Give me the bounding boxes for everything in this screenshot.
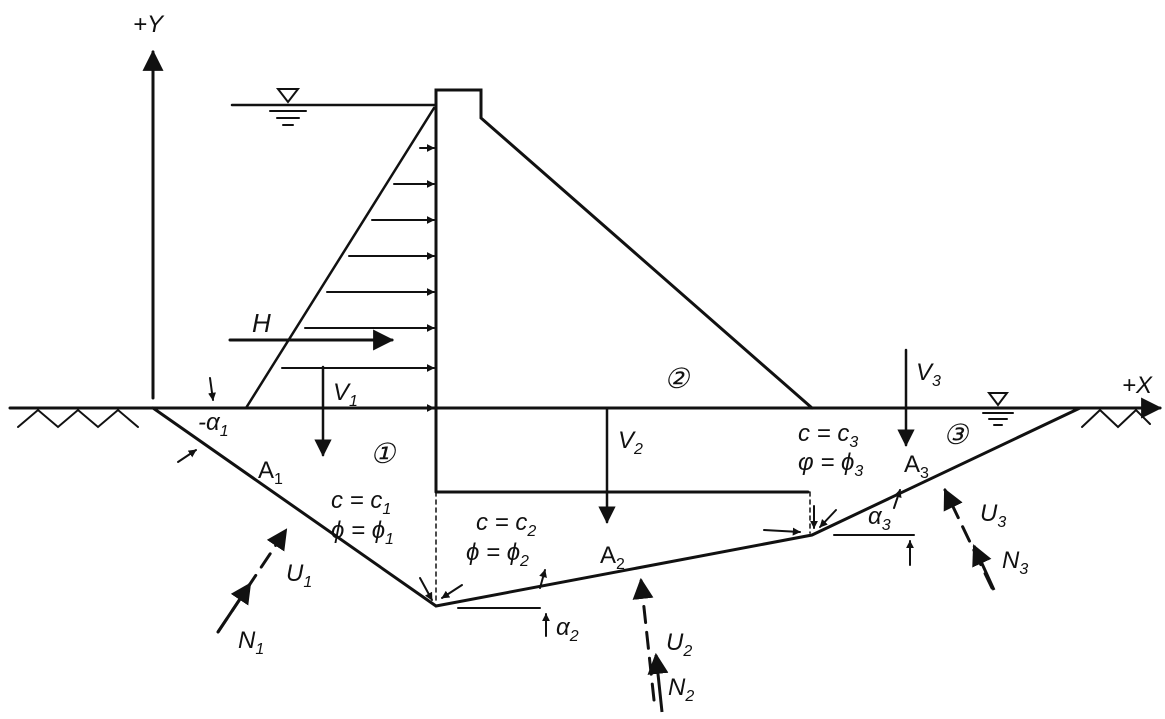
- property-phi1: ϕ = ϕ1: [331, 517, 394, 548]
- angle-alpha2-label: α2: [556, 614, 579, 645]
- dam-outline: [434, 88, 814, 494]
- alpha3-marker: [833, 489, 915, 566]
- area-a3-label: A3: [904, 451, 929, 482]
- zone-2-label: ②: [664, 363, 691, 394]
- property-c2: c = c2: [476, 509, 536, 540]
- interface-arrows-apex-1: [419, 577, 463, 601]
- property-c1: c = c1: [331, 487, 391, 518]
- zone-3-label: ③: [943, 419, 970, 450]
- force-u2-label: U2: [666, 629, 692, 660]
- property-phi2: ϕ = ϕ2: [466, 539, 529, 570]
- force-n2-label: N2: [668, 674, 694, 705]
- property-phi3: φ = ϕ3: [798, 449, 863, 480]
- zone-1-label: ①: [370, 438, 397, 469]
- force-v1-label: V1: [333, 379, 358, 410]
- failure-surface: [151, 406, 1082, 608]
- angle-alpha3-label: α3: [868, 503, 891, 534]
- pressure-arrows: [257, 144, 435, 412]
- angle-alpha1-label: -α1: [198, 409, 229, 440]
- area-a1-label: A1: [258, 457, 283, 488]
- force-n3-arrow: [972, 544, 996, 591]
- force-n2-arrow: [647, 652, 669, 713]
- ground-hatch-left: [17, 408, 139, 429]
- force-n1-arrow: [216, 582, 252, 633]
- water-level-symbol-upstream: [269, 88, 307, 126]
- water-level-symbol-downstream: [982, 392, 1014, 426]
- force-u3-label: U3: [980, 500, 1006, 531]
- alpha2-marker: [457, 569, 550, 637]
- interface-arrows-apex-2: [763, 505, 837, 536]
- force-h-label: H: [252, 308, 271, 338]
- ground-hatch-right: [1081, 408, 1151, 429]
- force-n1-label: N1: [238, 627, 264, 658]
- alpha1-marker: [177, 377, 216, 463]
- force-u1-label: U1: [286, 560, 312, 591]
- force-u2-arrow: [632, 577, 656, 702]
- force-v3-label: V3: [916, 359, 941, 390]
- area-a2-label: A2: [600, 542, 625, 573]
- force-u3-arrow: [943, 488, 994, 590]
- force-n3-label: N3: [1002, 547, 1028, 578]
- x-axis-label: +X: [1122, 372, 1153, 399]
- force-u1-arrow: [216, 528, 288, 634]
- force-v2-label: V2: [618, 427, 643, 458]
- property-c3: c = c3: [798, 420, 858, 451]
- y-axis-label: +Y: [133, 11, 165, 38]
- pressure-diagram-hypotenuse: [244, 106, 436, 410]
